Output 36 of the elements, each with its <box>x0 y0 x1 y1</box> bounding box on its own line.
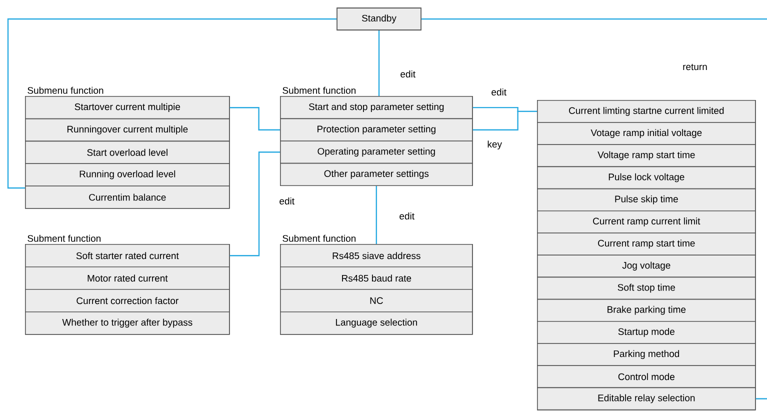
menu-row: Language selection <box>280 312 473 335</box>
menu-row: Start and stop parameter setting <box>280 96 473 120</box>
menu-row: Soft starter rated current <box>25 244 230 268</box>
connector-line <box>7 18 337 189</box>
node-label: Subment function <box>28 234 101 242</box>
node-label: Submenu function <box>28 86 104 94</box>
note-label: return <box>683 64 707 70</box>
menu-row: Runningover current multiple <box>25 118 230 142</box>
connector-line <box>421 18 767 20</box>
edge-label: edit <box>492 88 506 96</box>
menu-row: Startover current multipie <box>25 96 230 120</box>
edge-label: key <box>488 140 502 150</box>
edge-label: edit <box>400 70 416 78</box>
menu-row: Running overload level <box>25 163 230 186</box>
connector-line <box>230 107 280 130</box>
edge-label: edit <box>280 198 294 204</box>
menu-row: Operating parameter setting <box>280 140 473 164</box>
menu-row: Rs485 siave address <box>280 244 473 268</box>
node-label: Subment function <box>282 234 356 242</box>
connector-line <box>756 398 767 400</box>
connector-line <box>378 30 380 96</box>
menu-row: Current correction factor <box>25 289 230 312</box>
menu-box: Standby <box>336 8 422 30</box>
menu-row: Currentim balance <box>25 186 230 209</box>
node-label: Subment function <box>282 86 356 94</box>
menu-row: Other parameter settings <box>280 162 473 186</box>
menu-row: Rs485 baud rate <box>280 266 473 290</box>
connector-line <box>230 152 280 256</box>
menu-row: Start overload level <box>25 140 230 164</box>
menu-row: Protection parameter setting <box>280 118 473 142</box>
menu-row: NC <box>280 289 473 312</box>
menu-row: Motor rated current <box>25 266 230 290</box>
menu-row: Whether to trigger after bypass <box>25 312 230 335</box>
connector-line <box>376 186 378 244</box>
connector-line <box>472 110 537 130</box>
edge-label: edit <box>400 212 414 220</box>
